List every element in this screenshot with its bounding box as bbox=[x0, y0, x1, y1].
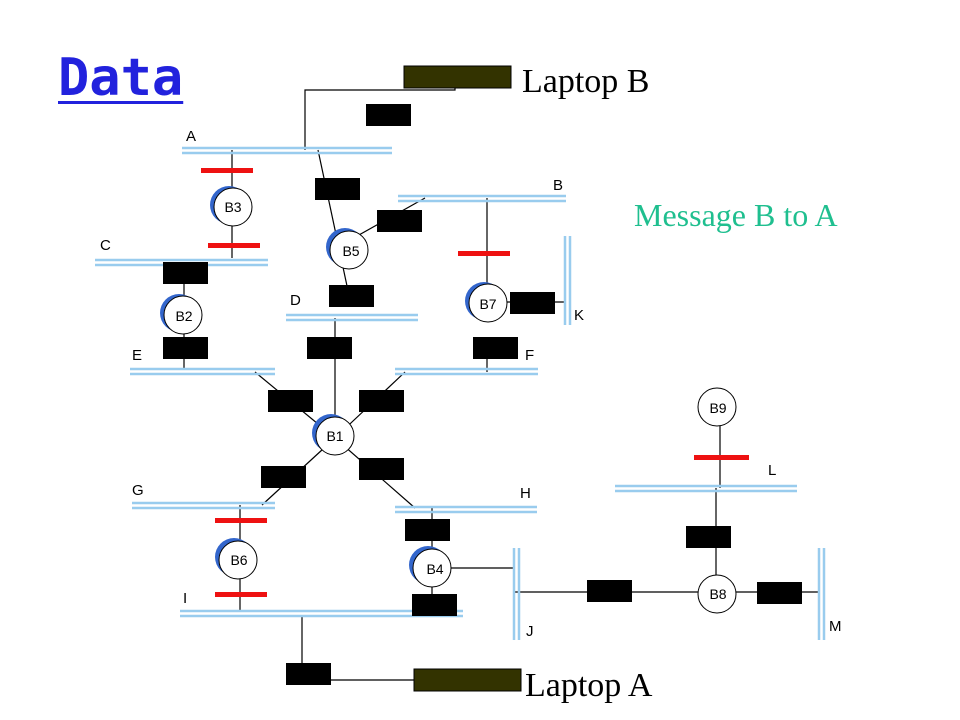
port-b2-c bbox=[163, 262, 208, 284]
lan-label-k: K bbox=[574, 307, 584, 324]
laptop-b-label: Laptop B bbox=[522, 63, 649, 100]
port-laptop-b bbox=[366, 104, 411, 126]
lan-label-e: E bbox=[132, 347, 142, 364]
bridges: B3 B5 B7 B2 B1 B9 B6 bbox=[160, 186, 737, 614]
lan-d bbox=[286, 313, 418, 322]
bridge-label-b7: B7 bbox=[479, 296, 496, 312]
laptop-a-box bbox=[413, 668, 522, 692]
lan-k bbox=[563, 236, 572, 325]
lan-a bbox=[182, 146, 392, 155]
lan-label-m: M bbox=[829, 618, 842, 635]
port-b5-b bbox=[377, 210, 422, 232]
lan-label-h: H bbox=[520, 485, 531, 502]
port-b1-e bbox=[268, 390, 313, 412]
lan-label-d: D bbox=[290, 292, 301, 309]
port-b7-f bbox=[473, 337, 518, 359]
laptop-b-box bbox=[403, 65, 512, 89]
bridge-b4: B4 bbox=[409, 546, 452, 588]
blocked-port-b7-b bbox=[458, 251, 510, 256]
port-b4-i bbox=[412, 594, 457, 616]
lan-label-c: C bbox=[100, 237, 111, 254]
lan-g bbox=[132, 501, 275, 510]
port-b5-d bbox=[329, 285, 374, 307]
port-b8-m bbox=[757, 582, 802, 604]
port-b7-k bbox=[510, 292, 555, 314]
bridge-b2: B2 bbox=[160, 294, 203, 335]
port-b8-j bbox=[587, 580, 632, 602]
lan-e bbox=[130, 367, 275, 376]
port-b1-d bbox=[307, 337, 352, 359]
blocked-ports bbox=[201, 168, 749, 597]
wire-a-b5 bbox=[317, 149, 351, 301]
bridge-label-b2: B2 bbox=[175, 308, 192, 324]
lan-label-l: L bbox=[768, 462, 776, 479]
port-b2-e bbox=[163, 337, 208, 359]
port-b1-h bbox=[359, 458, 404, 480]
port-b1-g bbox=[261, 466, 306, 488]
lan-label-j: J bbox=[526, 623, 534, 640]
blocked-port-b6-g bbox=[215, 518, 267, 523]
lan-labels: A B C D E F G H I J K L M bbox=[100, 128, 842, 640]
message-label: Message B to A bbox=[634, 197, 838, 233]
blocked-port-b9-l bbox=[694, 455, 749, 460]
lan-label-b: B bbox=[553, 177, 563, 194]
lan-m bbox=[817, 548, 826, 640]
forwarding-ports bbox=[163, 104, 802, 685]
bridge-label-b4: B4 bbox=[426, 561, 443, 577]
lan-b bbox=[398, 194, 566, 203]
lan-label-a: A bbox=[186, 128, 196, 145]
bridge-b3: B3 bbox=[210, 186, 253, 227]
lan-f bbox=[395, 367, 538, 376]
bridge-b1: B1 bbox=[312, 414, 355, 456]
bridge-label-b8: B8 bbox=[709, 586, 726, 602]
bridge-label-b6: B6 bbox=[230, 552, 247, 568]
lan-label-i: I bbox=[183, 590, 187, 607]
lan-label-f: F bbox=[525, 347, 534, 364]
bridge-label-b1: B1 bbox=[326, 428, 343, 444]
bridge-label-b3: B3 bbox=[224, 199, 241, 215]
blocked-port-b6-i bbox=[215, 592, 267, 597]
lan-l bbox=[615, 484, 797, 493]
blocked-port-b3-c bbox=[208, 243, 260, 248]
bridge-label-b5: B5 bbox=[342, 243, 359, 259]
bridge-b8: B8 bbox=[697, 574, 737, 614]
port-b8-l bbox=[686, 526, 731, 548]
port-b5-a bbox=[315, 178, 360, 200]
lan-j bbox=[512, 548, 521, 640]
bridge-b6: B6 bbox=[215, 538, 258, 580]
bridge-label-b9: B9 bbox=[709, 400, 726, 416]
port-b4-h bbox=[405, 519, 450, 541]
port-b1-f bbox=[359, 390, 404, 412]
bridge-b5: B5 bbox=[326, 228, 369, 270]
blocked-port-b3-a bbox=[201, 168, 253, 173]
bridge-b7: B7 bbox=[465, 282, 508, 323]
laptops bbox=[403, 65, 522, 692]
laptop-a-label: Laptop A bbox=[525, 667, 653, 704]
port-laptop-a bbox=[286, 663, 331, 685]
lan-label-g: G bbox=[132, 482, 144, 499]
page-title: Data bbox=[58, 48, 184, 108]
lan-h bbox=[395, 505, 537, 514]
bridge-b9: B9 bbox=[697, 387, 737, 427]
